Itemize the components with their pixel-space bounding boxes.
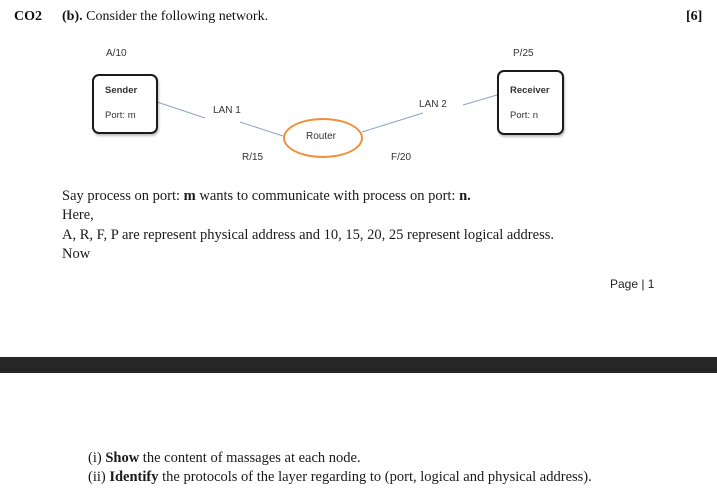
sender-address: A/10 — [106, 48, 127, 59]
router-left-address: R/15 — [242, 152, 264, 163]
link-lan2-receiver — [462, 94, 498, 106]
link-router-lan2 — [361, 112, 424, 133]
link-lan1-router — [239, 121, 287, 138]
body-line-1-text-b: wants to communicate with process on por… — [195, 188, 460, 204]
sender-node: Sender Port: m — [92, 74, 158, 134]
lan2-label: LAN 2 — [419, 99, 447, 110]
body-line-2: Here, — [62, 207, 94, 223]
sender-label: Sender — [105, 85, 138, 96]
router-right-address: F/20 — [391, 152, 412, 163]
body-port-m: m — [183, 188, 196, 204]
task-i: (i) Show the content of massages at each… — [88, 450, 361, 467]
page-number: Page | 1 — [610, 277, 655, 291]
question-title: (b). Consider the following network. — [62, 9, 268, 25]
question-prompt: Consider the following network. — [82, 9, 269, 24]
receiver-node: Receiver Port: n — [497, 70, 564, 135]
task-i-text: the content of massages at each node. — [139, 450, 361, 466]
body-line-3: A, R, F, P are represent physical addres… — [62, 227, 554, 243]
question-marks: [6] — [686, 9, 703, 24]
question-part-label: (b). — [62, 9, 83, 24]
task-ii-number: (ii) — [88, 469, 110, 485]
task-ii-text: the protocols of the layer regarding to … — [158, 469, 592, 485]
task-i-number: (i) — [88, 450, 106, 466]
link-sender-lan1 — [156, 101, 206, 119]
receiver-address: P/25 — [513, 48, 534, 59]
router-label: Router — [306, 131, 337, 142]
task-i-verb: Show — [105, 450, 140, 466]
body-line-1-text-a: Say process on port: — [62, 188, 184, 204]
body-line-4: Now — [62, 246, 91, 262]
body-port-n: n. — [459, 188, 471, 204]
lan1-label: LAN 1 — [213, 105, 241, 116]
body-line-1: Say process on port: m wants to communic… — [62, 188, 471, 205]
question-code: CO2 — [14, 9, 42, 24]
router-node — [283, 118, 363, 158]
task-ii-verb: Identify — [109, 469, 159, 485]
receiver-label: Receiver — [510, 85, 550, 96]
task-ii: (ii) Identify the protocols of the layer… — [88, 469, 592, 486]
receiver-port: Port: n — [510, 110, 538, 121]
page-break-band — [0, 357, 717, 373]
sender-port: Port: m — [105, 110, 136, 121]
